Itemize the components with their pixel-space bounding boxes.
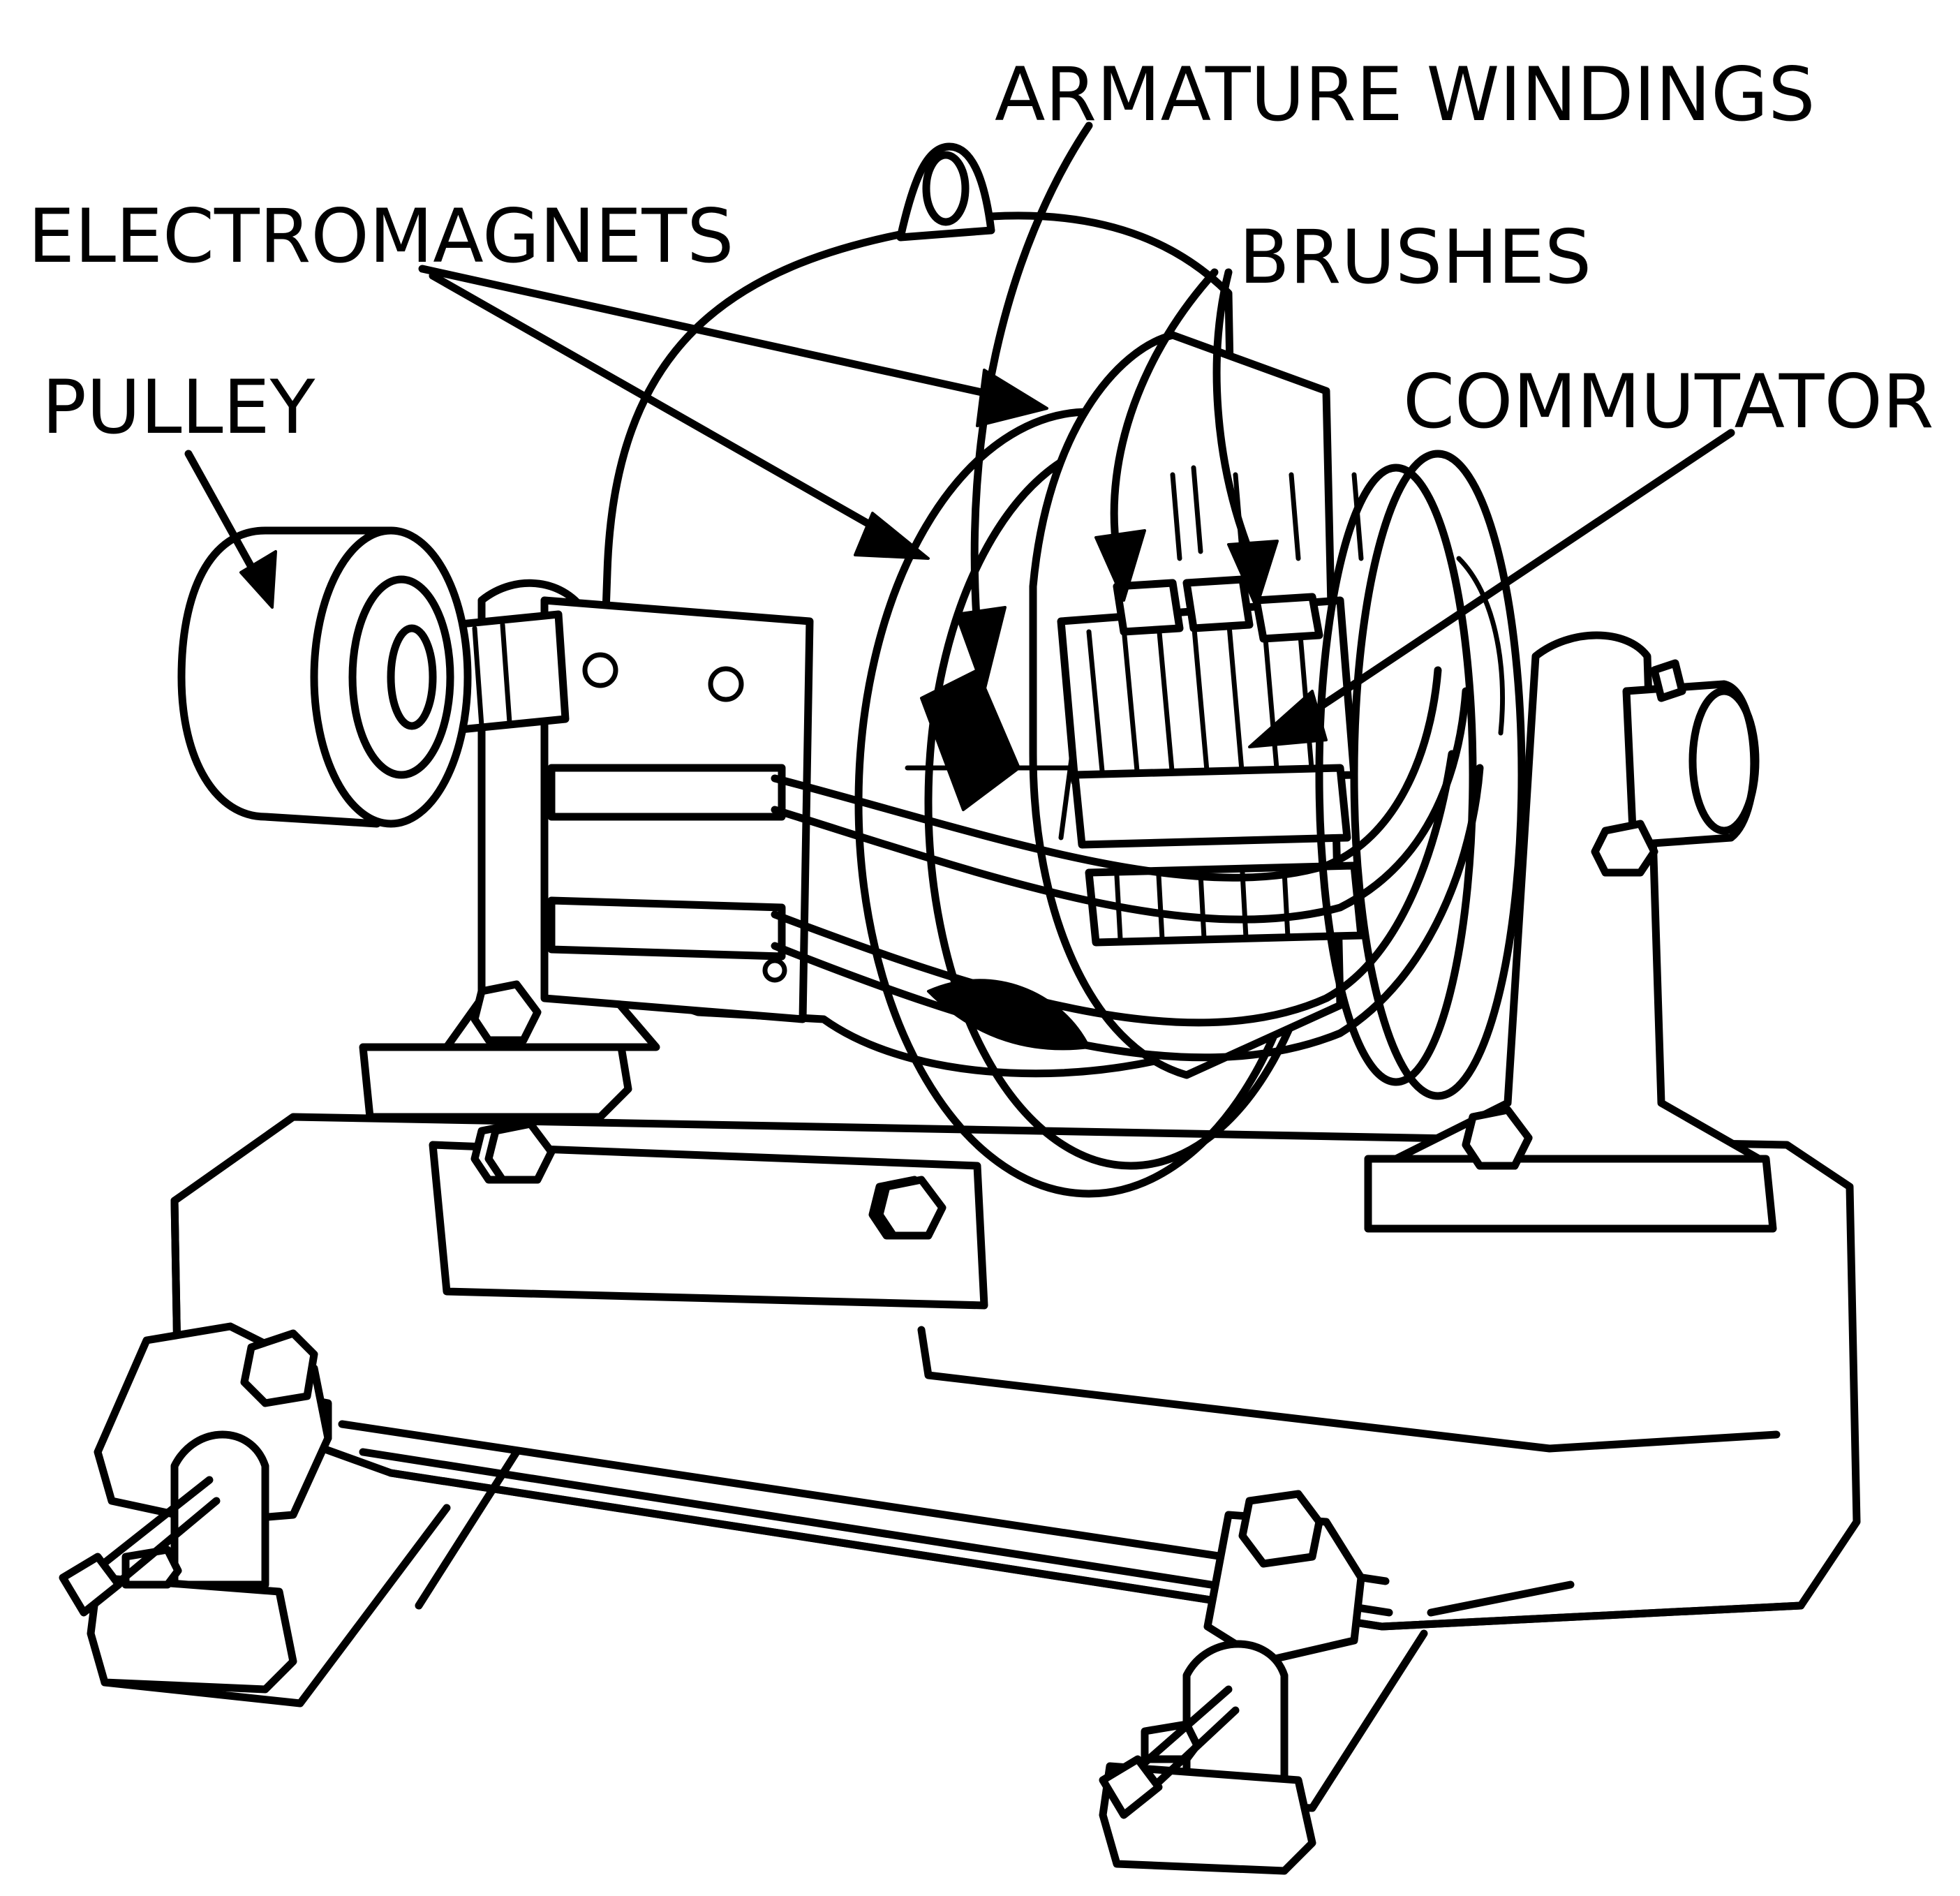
electromagnets-leader-upper: [418, 265, 995, 399]
electromagnets-arrowhead-lower: [854, 512, 930, 560]
armature-windings-leader: [970, 121, 1093, 632]
end-bell: [1315, 450, 1526, 1100]
commutator-leader: [1308, 429, 1735, 716]
leader-arrows: [184, 121, 1735, 748]
right-rail-clamp: [1099, 1490, 1365, 1875]
pulley-arrowhead: [239, 550, 277, 609]
label-armature-windings: ARMATURE WINDINGS: [995, 52, 1816, 138]
brushes-leader-left: [1110, 268, 1219, 556]
mount-bolts: [484, 1106, 1533, 1240]
label-brushes: BRUSHES: [1239, 214, 1591, 300]
commutator-arrowhead: [1248, 690, 1328, 748]
label-commutator: COMMUTATOR: [1403, 359, 1934, 445]
electromagnets-arrowhead-upper: [976, 369, 1048, 427]
label-pulley: PULLEY: [42, 364, 315, 450]
electromagnets-leader-lower: [429, 272, 891, 538]
pulley: [177, 526, 472, 828]
right-pedestal: [1364, 631, 1777, 1233]
armature-windings-arrowhead: [955, 606, 1007, 693]
pulley-leader: [184, 450, 262, 584]
brushes-arrowhead-left: [1094, 529, 1146, 602]
brushes-arrowhead-right: [1227, 540, 1279, 609]
label-electromagnets: ELECTROMAGNETS: [28, 193, 734, 279]
cables: [547, 666, 1484, 1062]
brushes-leader-right: [1212, 268, 1254, 556]
left-rail-clamp: [59, 1322, 332, 1694]
